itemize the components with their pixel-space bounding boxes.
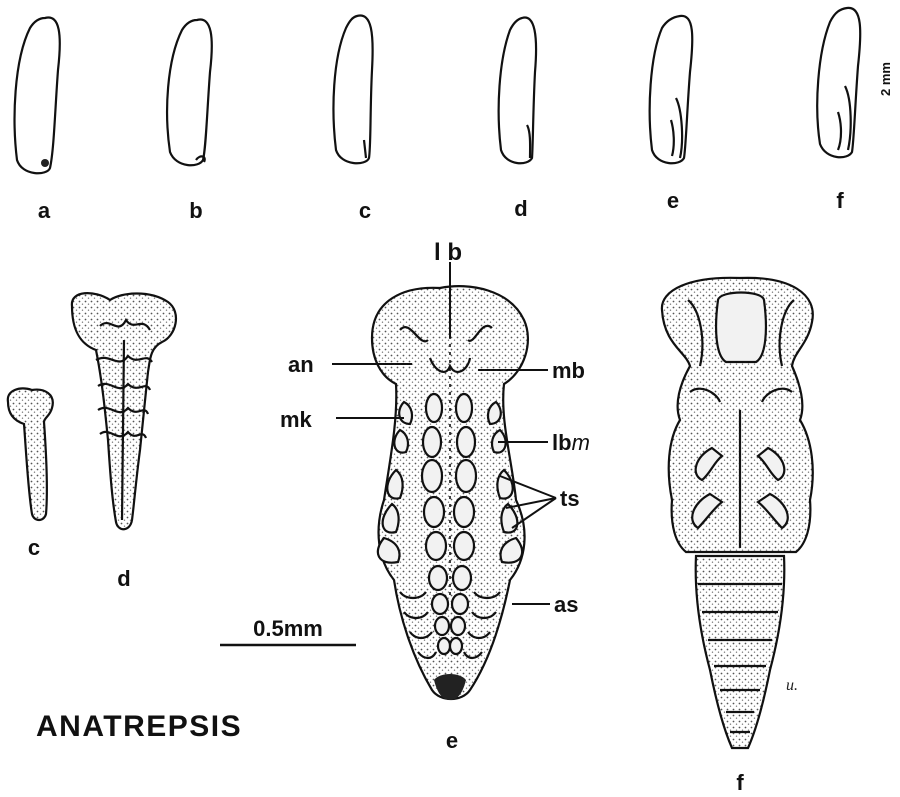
label-ts: ts — [560, 486, 580, 511]
egg-f — [817, 8, 860, 157]
label-an: an — [288, 352, 314, 377]
egg-e — [650, 16, 693, 163]
label-mk: mk — [280, 407, 313, 432]
egg-b — [167, 20, 212, 166]
egg-label-f: f — [836, 188, 844, 213]
egg-label-a: a — [38, 198, 51, 223]
stage-label-e: e — [446, 728, 458, 753]
stage-label-c: c — [28, 535, 40, 560]
scale-bar-label: 0.5mm — [253, 616, 323, 641]
stage-label-d: d — [117, 566, 130, 591]
label-lbm: lbm — [552, 430, 590, 455]
germ-band-e — [372, 286, 528, 700]
figure-caption: ANATREPSIS — [36, 710, 242, 743]
artist-signature: u. — [786, 677, 798, 694]
label-lb: l b — [434, 239, 462, 266]
label-mb: mb — [552, 358, 585, 383]
egg-row: a b c d e f 2 mm — [15, 8, 893, 223]
egg-a — [15, 18, 60, 174]
germ-band-d — [72, 293, 176, 529]
scale-bar: 0.5mm — [220, 616, 356, 645]
label-as: as — [554, 592, 578, 617]
egg-label-b: b — [189, 198, 202, 223]
egg-d — [499, 18, 536, 164]
label-lbm-root: lb — [552, 430, 572, 455]
egg-c — [333, 16, 372, 164]
stage-label-f: f — [736, 770, 744, 795]
egg-label-d: d — [514, 196, 527, 221]
egg-label-e: e — [667, 188, 679, 213]
egg-label-c: c — [359, 198, 371, 223]
label-lbm-suffix: m — [572, 430, 590, 455]
germ-band-c — [8, 389, 53, 521]
egg-scale-label: 2 mm — [878, 62, 893, 96]
